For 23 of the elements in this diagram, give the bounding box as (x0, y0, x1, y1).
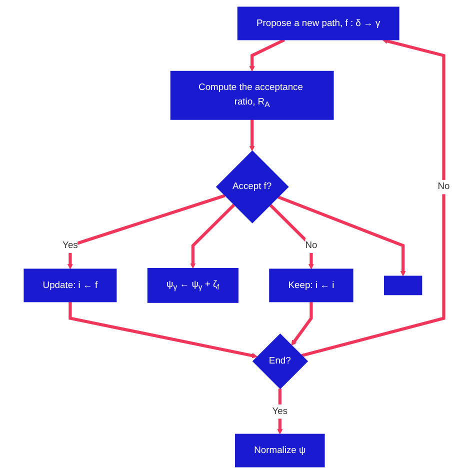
arrow (249, 38, 286, 72)
edge-label: No (305, 240, 318, 250)
arrow (269, 204, 314, 270)
edge-label: No (438, 181, 450, 192)
node-box: Propose a new path, f : δ → γ (237, 6, 400, 40)
node-box: Update: i ← f (24, 268, 117, 302)
node-box: Normalize ψ (235, 434, 325, 468)
arrow (249, 120, 255, 152)
node-diamond: End? (252, 333, 308, 390)
arrow (301, 38, 446, 358)
node-box: Compute the acceptance ratio, R$_{A}$ (170, 70, 334, 120)
arrow (68, 194, 226, 270)
arrow (278, 196, 406, 276)
edge-label: Yes (272, 406, 288, 416)
node-box: ψ$_{γ}$ ← ψ$_{γ}$ + ζ$_{f}$ (148, 268, 239, 303)
arrow (291, 302, 313, 346)
arrow (68, 302, 258, 358)
node-box (384, 276, 422, 296)
node-box: Keep: i ← i (269, 268, 354, 302)
node-diamond: Accept f? (216, 150, 289, 224)
arrow (277, 388, 283, 434)
arrow (190, 204, 236, 269)
edge-label: Yes (62, 240, 78, 250)
